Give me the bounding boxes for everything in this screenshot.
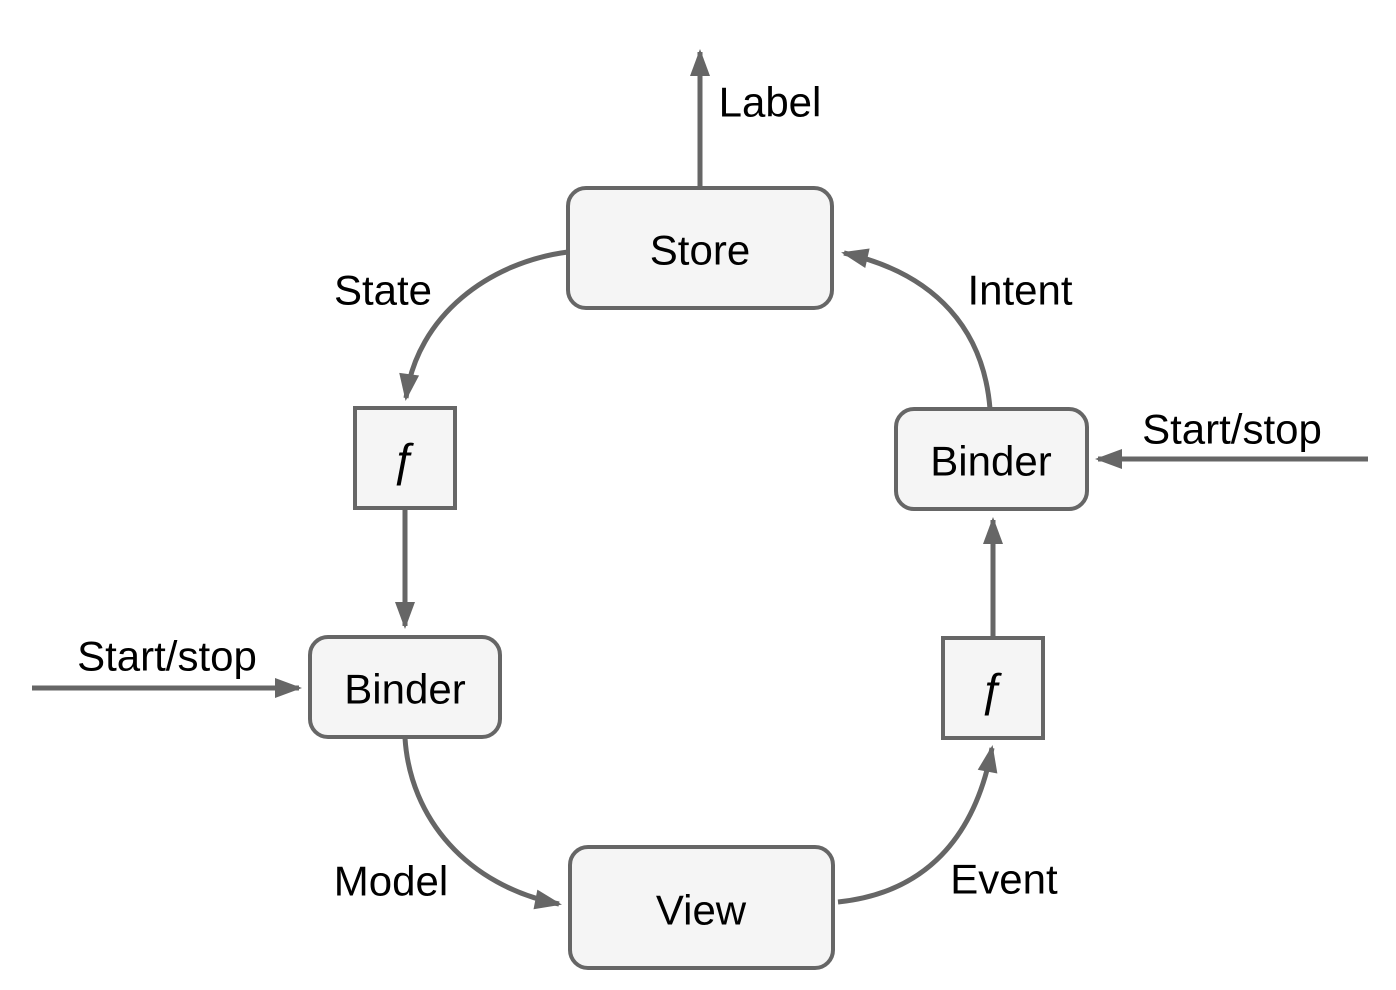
edge-label-label: Label [719,79,822,126]
edge-view-to-func-right [837,745,998,905]
node-view [568,845,835,970]
node-binder-right-label: Binder [930,438,1051,485]
node-func-left-label: ƒ [392,434,418,486]
node-binder-right [894,407,1089,511]
edge-label-start-stop-right: Start/stop [1142,406,1322,453]
edge-binder-left-to-view [402,737,562,910]
edge-label-start-stop-left: Start/stop [77,633,257,680]
node-func-right [941,636,1045,740]
edge-label-model: Model [334,858,448,905]
node-binder-left-label: Binder [344,666,465,713]
edge-store-to-func-left [399,249,569,401]
node-store-label: Store [650,227,750,274]
node-binder-left [308,635,502,739]
edge-label-state: State [334,267,432,314]
edge-label-intent: Intent [967,267,1072,314]
node-store [566,186,834,310]
node-func-left [353,406,457,510]
edge-binder-right-to-store [841,248,993,410]
edge-label-event: Event [950,856,1058,903]
node-func-right-label: ƒ [980,664,1006,716]
node-view-label: View [656,887,747,934]
